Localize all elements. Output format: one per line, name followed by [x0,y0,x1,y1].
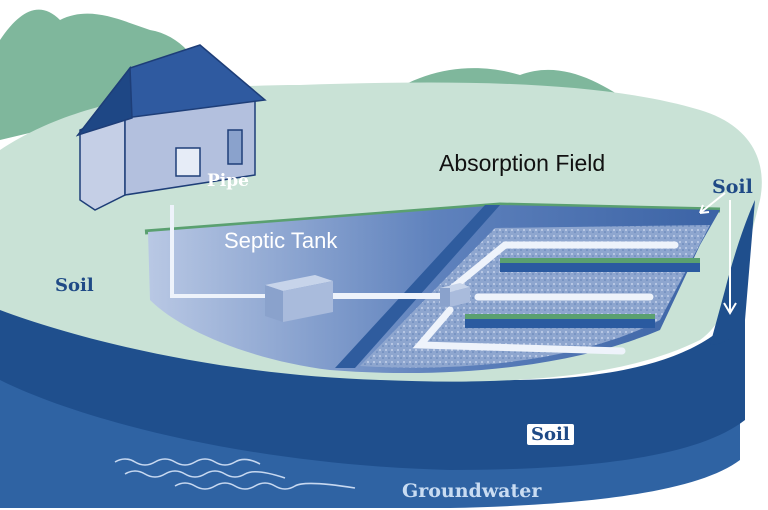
trench-divider [335,205,500,368]
absorption-field-label: Absorption Field [439,150,606,176]
groundwater-flow-icon [114,458,356,490]
house-pipe [170,205,270,298]
trench-strip [465,318,655,328]
pipe-label: Pipe [207,171,249,191]
house [75,44,267,211]
groundwater-label: Groundwater [402,480,542,502]
soil-right-label: Soil [712,176,753,198]
septic-tank-label: Septic Tank [224,228,338,253]
soil-left-label: Soil [55,275,94,296]
distribution-pipes [412,241,679,355]
background-hills [0,9,210,140]
right-soil-edge [710,200,755,345]
soil-badge: Soil [527,424,574,445]
trench-strip [500,262,700,272]
soil-arrows [699,192,737,315]
distribution-box [440,283,470,307]
septic-tank [265,275,333,322]
